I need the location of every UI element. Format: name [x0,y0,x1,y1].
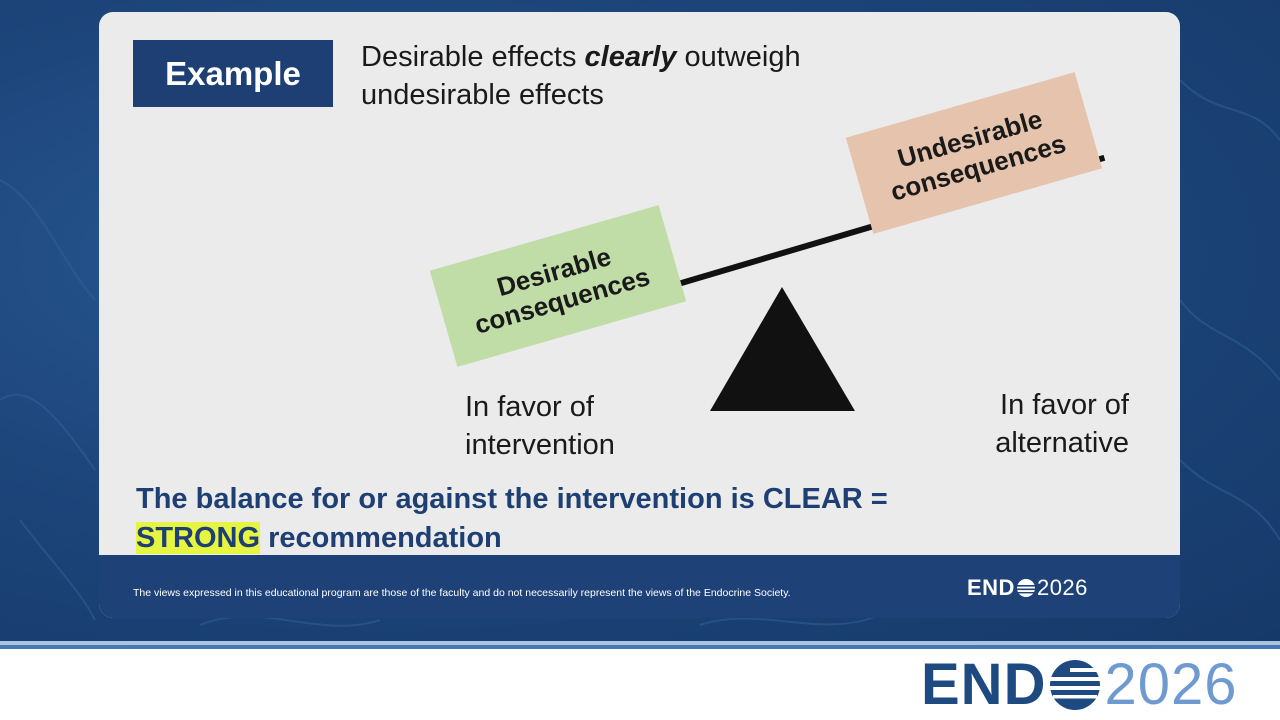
endo-brand-logo: END 2026 [921,655,1238,715]
strong-highlight: STRONG [136,522,261,554]
slide-footer: The views expressed in this educational … [99,555,1180,618]
globe-icon [1016,579,1035,597]
desirable-consequences-label: Desirable consequences [471,241,654,340]
balance-statement: The balance for or against the intervent… [136,480,1036,558]
headline-text-end: outweigh undesirable effects [361,41,801,111]
headline-text-start: Desirable effects [361,41,585,73]
divider-stripe-dark [0,645,1280,649]
background-network-lines [0,79,1280,627]
in-favor-of-intervention-label: In favor of intervention [465,391,615,461]
brand-logo-text: END [921,652,1047,717]
triangle-icon [710,287,855,411]
footer-logo: END 2026 [967,575,1088,601]
footer-logo-text: END [967,575,1015,600]
divider-stripe-light [0,641,1280,645]
disclaimer-text: The views expressed in this educational … [133,587,791,599]
slide-card: Example Desirable effects clearly outwei… [99,12,1180,618]
undesirable-consequences-label: Undesirable consequences [887,103,1070,207]
slide-headline: Desirable effects clearly outweigh undes… [361,38,921,114]
footer-logo-year: 2026 [1036,575,1088,600]
balance-statement-line2: recommendation [260,522,502,554]
example-label: Example [133,40,333,107]
brand-logo-year: 2026 [1104,652,1238,717]
headline-emphasis: clearly [584,41,677,73]
desirable-consequences-box: Desirable consequences [429,205,687,367]
in-favor-of-alternative-label: In favor of alternative [995,389,1129,459]
globe-icon [1050,660,1101,710]
balance-statement-line1: The balance for or against the intervent… [136,483,888,515]
